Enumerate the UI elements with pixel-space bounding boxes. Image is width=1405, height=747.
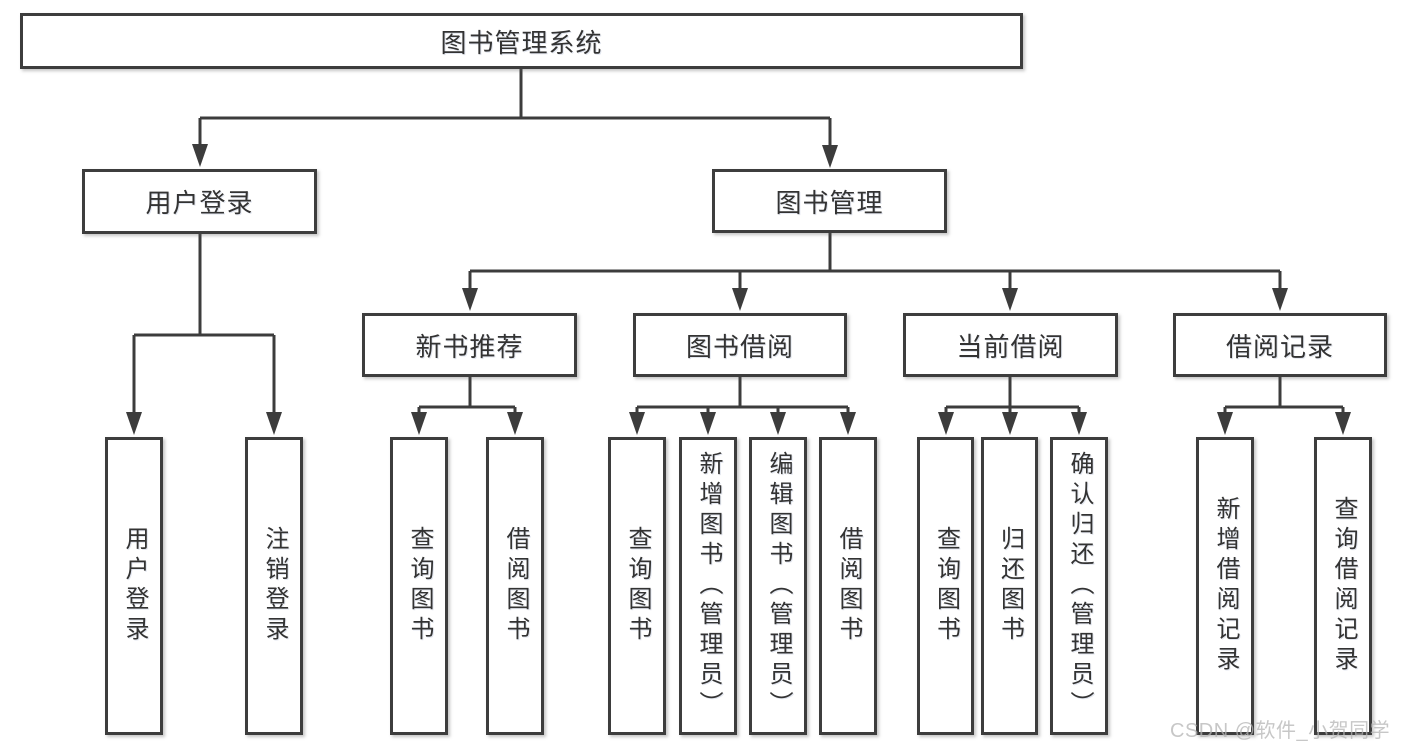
node-book-management-label: 图书管理 [775,187,884,218]
arrowhead-bb-edit [770,412,786,435]
arrowhead-bb-query [629,412,645,435]
node-root-label: 图书管理系统 [440,27,603,58]
connector-borrow-records-children [1217,377,1351,435]
leaf-bb-add-books: 新增图书（管理员） [679,437,737,735]
leaf-bb-query-books-label: 查询图书 [624,526,651,646]
leaf-br-add-record-label: 新增借阅记录 [1212,496,1239,676]
arrowhead-cb-confirm [1071,412,1087,435]
arrowhead-cb-query [938,412,954,435]
node-user-login-label: 用户登录 [145,188,254,218]
node-book-management: 图书管理 [712,169,947,233]
connector-book-management-children [462,233,1288,311]
arrowhead-br-query [1335,412,1351,435]
leaf-user-login-label: 用户登录 [121,526,148,646]
node-book-borrow-label: 图书借阅 [685,331,794,362]
connector-current-borrow-children [938,377,1087,435]
arrowhead-book-management [822,145,838,168]
leaf-br-query-record-label: 查询借阅记录 [1330,496,1357,676]
leaf-br-query-record: 查询借阅记录 [1314,437,1372,735]
node-new-books-label: 新书推荐 [415,331,524,362]
leaf-nb-borrow-books: 借阅图书 [486,437,544,735]
arrowhead-new-books [462,288,478,311]
leaf-cb-query-books: 查询图书 [917,437,974,735]
arrowhead-bb-add [700,412,716,435]
leaf-bb-borrow-books-label: 借阅图书 [835,526,862,646]
arrowhead-borrow-records [1272,288,1288,311]
leaf-cb-query-books-label: 查询图书 [932,526,960,646]
leaf-bb-edit-books: 编辑图书（管理员） [749,437,807,735]
connector-new-books-children [411,377,523,435]
arrowhead-book-borrow [732,288,748,311]
leaf-logout-label: 注销登录 [261,526,288,646]
arrowhead-nb-query [411,412,427,435]
node-user-login: 用户登录 [82,169,317,234]
leaf-nb-query-books: 查询图书 [390,437,448,735]
connector-user-login-children [126,234,282,435]
leaf-user-login: 用户登录 [105,437,163,735]
leaf-br-add-record: 新增借阅记录 [1196,437,1254,735]
leaf-logout: 注销登录 [245,437,303,735]
leaf-cb-confirm-return-label: 确认归还（管理员） [1066,451,1093,721]
arrowhead-user-login [192,144,208,167]
leaf-cb-return-books-label: 归还图书 [996,526,1024,646]
arrowhead-leaf-user-login [126,412,142,435]
node-current-borrow-label: 当前借阅 [956,331,1065,362]
node-current-borrow: 当前借阅 [903,313,1118,377]
node-borrow-records-label: 借阅记录 [1225,331,1334,362]
leaf-nb-borrow-books-label: 借阅图书 [502,526,529,646]
arrowhead-current-borrow [1002,288,1018,311]
node-root: 图书管理系统 [20,13,1023,69]
leaf-nb-query-books-label: 查询图书 [406,526,433,646]
arrowhead-nb-borrow [507,412,523,435]
connector-root-to-level2 [192,69,838,168]
arrowhead-bb-borrow [840,412,856,435]
leaf-bb-add-books-label: 新增图书（管理员） [695,451,722,721]
leaf-cb-confirm-return: 确认归还（管理员） [1050,437,1108,735]
arrowhead-leaf-logout [266,412,282,435]
csdn-watermark: CSDN @软件_小贺同学 [1170,720,1391,742]
connector-book-borrow-children [629,377,856,435]
leaf-bb-edit-books-label: 编辑图书（管理员） [765,451,792,721]
node-new-books: 新书推荐 [362,313,577,377]
leaf-cb-return-books: 归还图书 [981,437,1038,735]
arrowhead-br-add [1217,412,1233,435]
leaf-bb-query-books: 查询图书 [608,437,666,735]
leaf-bb-borrow-books: 借阅图书 [819,437,877,735]
node-borrow-records: 借阅记录 [1173,313,1387,377]
node-book-borrow: 图书借阅 [633,313,847,377]
arrowhead-cb-return [1002,412,1018,435]
